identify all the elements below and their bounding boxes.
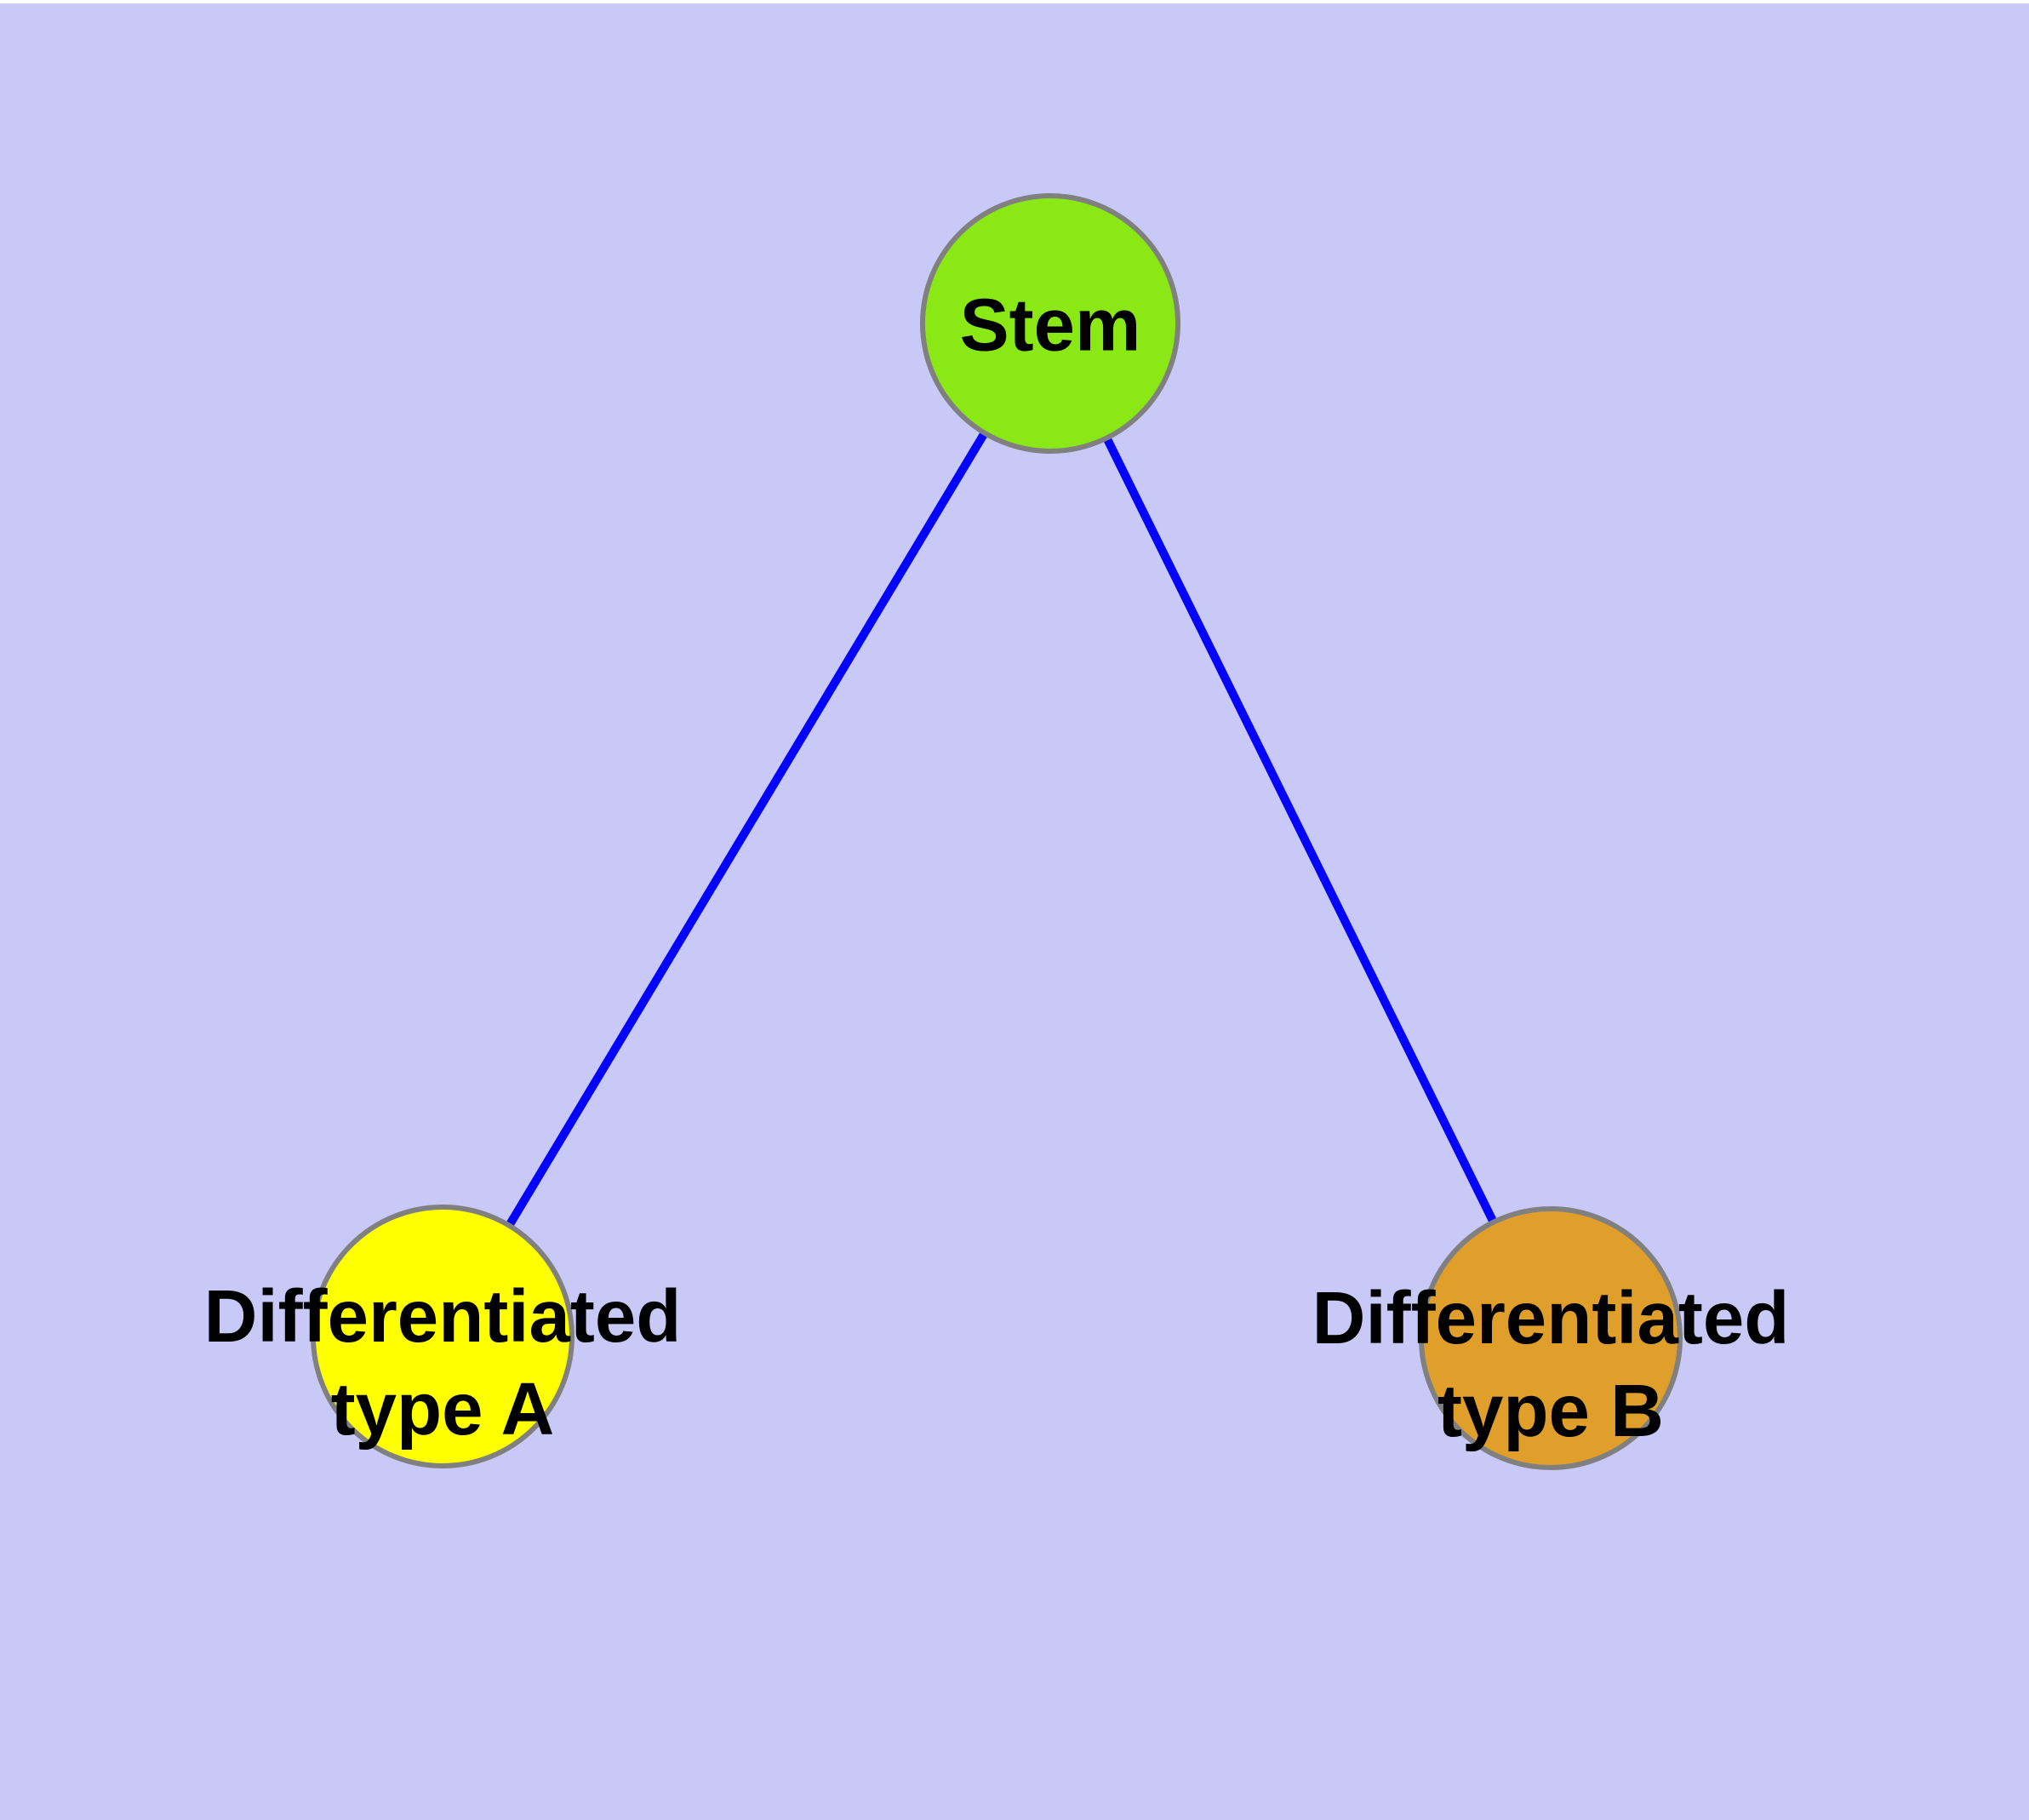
node-differentiated-type-a[interactable] [311, 1205, 574, 1468]
edge-stem-to-type-b [1046, 321, 1555, 1341]
node-type-a-label-line1: Differentiated [203, 1275, 682, 1358]
node-type-a-label-line2: type A [330, 1368, 555, 1451]
node-differentiated-type-b[interactable] [1419, 1206, 1683, 1470]
node-type-b-label-line1: Differentiated [1312, 1277, 1790, 1359]
node-stem[interactable] [920, 193, 1180, 454]
edge-stem-to-type-a [438, 321, 1055, 1339]
node-type-b-label: Differentiated type B [1312, 1272, 1790, 1457]
node-type-b-label-line2: type B [1437, 1370, 1664, 1452]
node-type-a-label: Differentiated type A [204, 1270, 682, 1456]
top-margin-strip [0, 0, 2029, 3]
node-stem-label: Stem [959, 283, 1141, 367]
